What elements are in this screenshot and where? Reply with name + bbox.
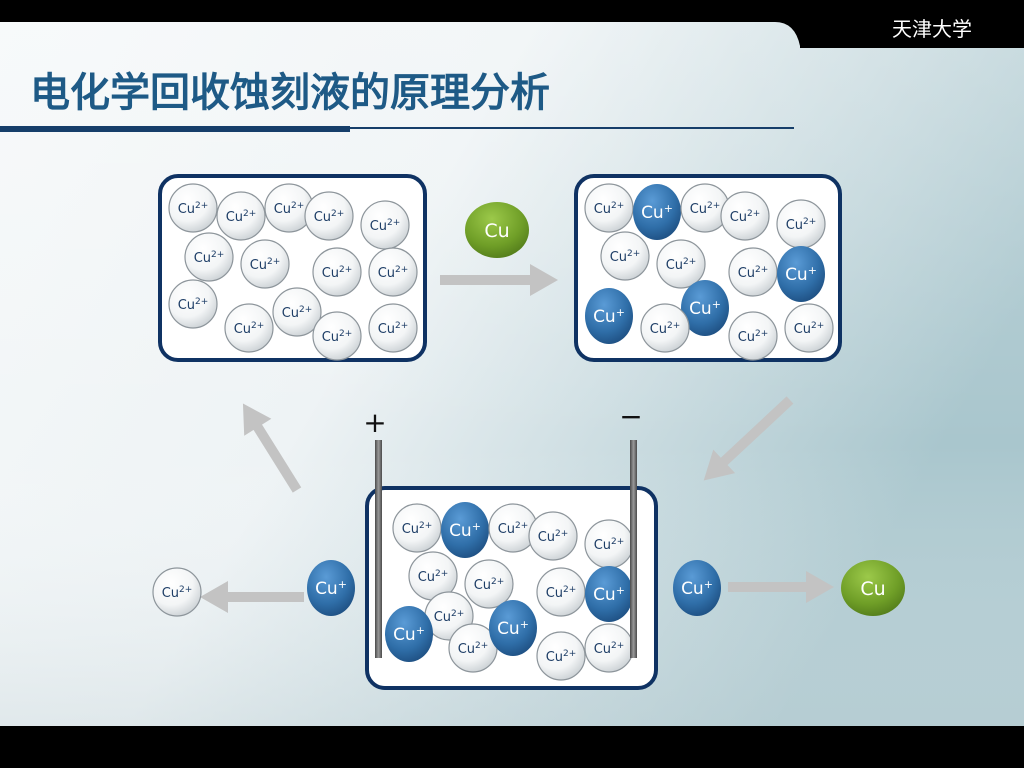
- cuplus-ion: Cu+: [681, 280, 729, 336]
- cu2plus-ion: Cu2+: [368, 303, 418, 353]
- cu2plus-ion: Cu2+: [240, 239, 290, 289]
- cu2plus-ion: Cu2+: [264, 183, 314, 233]
- cathode-sign: −: [619, 400, 642, 433]
- cu-metal: Cu: [465, 202, 529, 258]
- title-underline-thin: [350, 127, 794, 129]
- cu2plus-ion: Cu2+: [776, 199, 826, 249]
- cu2plus-ion: Cu2+: [528, 511, 578, 561]
- cu-metal: Cu: [841, 560, 905, 616]
- cu2plus-ion: Cu2+: [392, 503, 442, 553]
- arrow-add-cu: [440, 264, 558, 296]
- cu2plus-ion: Cu2+: [784, 303, 834, 353]
- cu2plus-ion: Cu2+: [168, 183, 218, 233]
- cu2plus-ion: Cu2+: [640, 303, 690, 353]
- cu-metal-label: Cu: [860, 578, 885, 600]
- cuplus-ion: Cu+: [307, 560, 355, 616]
- arrow-cathode-deposition: [728, 571, 834, 603]
- cu2plus-ion: Cu2+: [272, 287, 322, 337]
- cu2plus-ion: Cu2+: [448, 623, 498, 673]
- cu2plus-ion: Cu2+: [312, 247, 362, 297]
- cu2plus-ion: Cu2+: [216, 191, 266, 241]
- cu2plus-ion: Cu2+: [304, 191, 354, 241]
- cuplus-ion: Cu+: [585, 566, 633, 622]
- cuplus-ion: Cu+: [777, 246, 825, 302]
- cuplus-ion: Cu+: [385, 606, 433, 662]
- cu2plus-ion: Cu2+: [584, 519, 634, 569]
- cu2plus-ion: Cu2+: [728, 311, 778, 361]
- cathode-electrode: [630, 440, 637, 658]
- cu2plus-ion: Cu2+: [656, 239, 706, 289]
- ion-layer: Cu2+Cu2+Cu2+Cu2+Cu2+Cu2+Cu2+Cu2+Cu2+Cu2+…: [168, 183, 834, 681]
- cu2plus-ion: Cu2+: [152, 567, 202, 617]
- cuplus-ion: Cu+: [489, 600, 537, 656]
- cu2plus-ion: Cu2+: [720, 191, 770, 241]
- page-title: 电化学回收蚀刻液的原理分析: [30, 70, 550, 116]
- cu2plus-ion: Cu2+: [168, 279, 218, 329]
- cu2plus-ion: Cu2+: [224, 303, 274, 353]
- cu-metal-label: Cu: [484, 220, 509, 242]
- cuplus-ion: Cu+: [633, 184, 681, 240]
- cu2plus-ion: Cu2+: [536, 631, 586, 681]
- arrow-anode-oxidation: [200, 581, 304, 613]
- cu2plus-ion: Cu2+: [600, 231, 650, 281]
- institution-label: 天津大学: [892, 17, 972, 41]
- arrow-to-initial: [242, 403, 302, 493]
- cu2plus-ion: Cu2+: [408, 551, 458, 601]
- cu2plus-ion: Cu2+: [584, 183, 634, 233]
- cu2plus-ion: Cu2+: [312, 311, 362, 361]
- cu2plus-ion: Cu2+: [360, 200, 410, 250]
- cu2plus-ion: Cu2+: [584, 623, 634, 673]
- cuplus-ion: Cu+: [673, 560, 721, 616]
- cu2plus-ion: Cu2+: [184, 232, 234, 282]
- cu2plus-ion: Cu2+: [464, 559, 514, 609]
- title-underline-thick: [0, 126, 350, 132]
- cu2plus-ion: Cu2+: [728, 247, 778, 297]
- arrow-to-cell: [703, 396, 794, 481]
- cu2plus-ion: Cu2+: [536, 567, 586, 617]
- cu2plus-ion: Cu2+: [368, 247, 418, 297]
- cuplus-ion: Cu+: [585, 288, 633, 344]
- anode-sign: +: [363, 406, 386, 439]
- anode-electrode: [375, 440, 382, 658]
- cuplus-ion: Cu+: [441, 502, 489, 558]
- cu2plus-ion: Cu2+: [488, 503, 538, 553]
